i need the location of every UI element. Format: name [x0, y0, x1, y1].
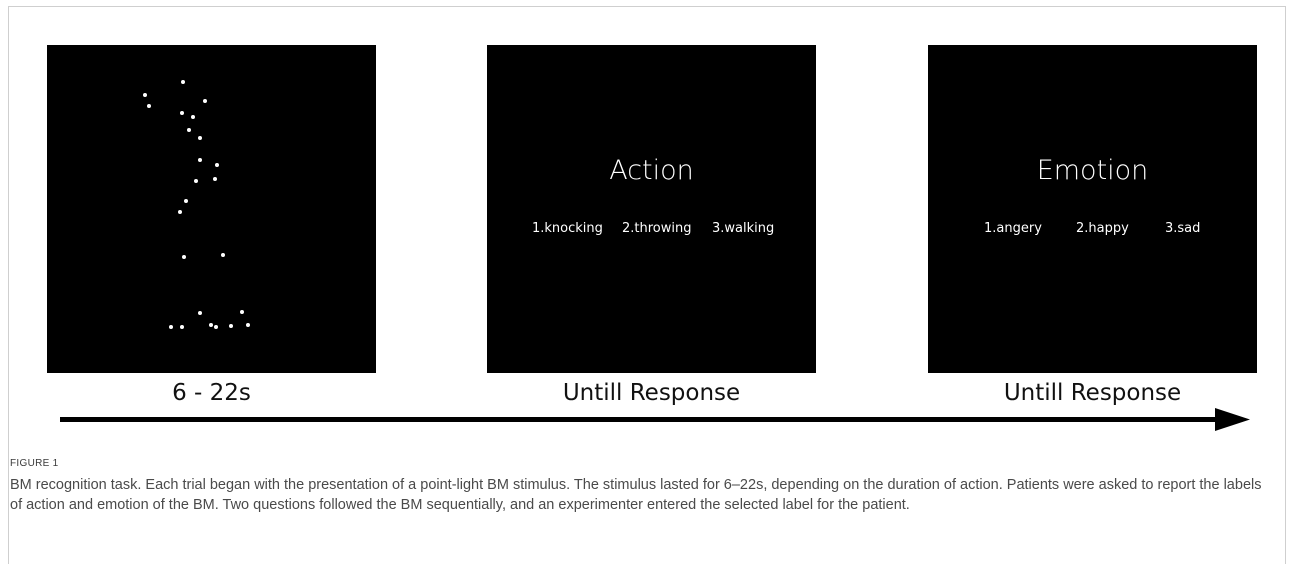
stimulus-dot [187, 128, 191, 132]
stimulus-dot [198, 136, 202, 140]
stimulus-duration-label: 6 - 22s [172, 380, 251, 406]
action-option-3: 3.walking [712, 221, 775, 236]
stimulus-dot [181, 80, 185, 84]
figure-label: FIGURE 1 [10, 458, 59, 469]
action-option-2: 2.throwing [622, 221, 692, 236]
stimulus-dot [143, 93, 147, 97]
timeline-arrow-icon [60, 408, 1250, 431]
stimulus-dot [214, 325, 218, 329]
emotion-title: Emotion [1036, 155, 1149, 186]
stimulus-dot [180, 111, 184, 115]
figure-frame [8, 6, 1286, 564]
emotion-option-1: 1.angery [984, 221, 1042, 236]
stimulus-dot [184, 199, 188, 203]
stimulus-dot [221, 253, 225, 257]
stimulus-dot [194, 179, 198, 183]
stimulus-dot [215, 163, 219, 167]
emotion-option-3: 3.sad [1165, 221, 1201, 236]
action-option-1: 1.knocking [532, 221, 603, 236]
stimulus-dot [147, 104, 151, 108]
emotion-option-2: 2.happy [1076, 221, 1129, 236]
point-light-stimulus-panel [47, 45, 376, 373]
action-title: Action [609, 155, 694, 186]
stimulus-dot [229, 324, 233, 328]
stimulus-dot [246, 323, 250, 327]
stimulus-dot [240, 310, 244, 314]
stimulus-dot [182, 255, 186, 259]
figure-caption: BM recognition task. Each trial began wi… [10, 477, 1262, 513]
stimulus-dot [191, 115, 195, 119]
emotion-question-panel: Emotion 1.angery 2.happy 3.sad [928, 45, 1257, 373]
stimulus-dot [198, 311, 202, 315]
stimulus-dot [198, 158, 202, 162]
stimulus-dot [178, 210, 182, 214]
stimulus-dot [180, 325, 184, 329]
action-duration-label: Untill Response [562, 380, 741, 406]
stimulus-dot [209, 323, 213, 327]
action-question-panel: Action 1.knocking 2.throwing 3.walking [487, 45, 816, 373]
emotion-duration-label: Untill Response [1003, 380, 1182, 406]
stimulus-dot [203, 99, 207, 103]
stimulus-dot [213, 177, 217, 181]
stimulus-dot [169, 325, 173, 329]
